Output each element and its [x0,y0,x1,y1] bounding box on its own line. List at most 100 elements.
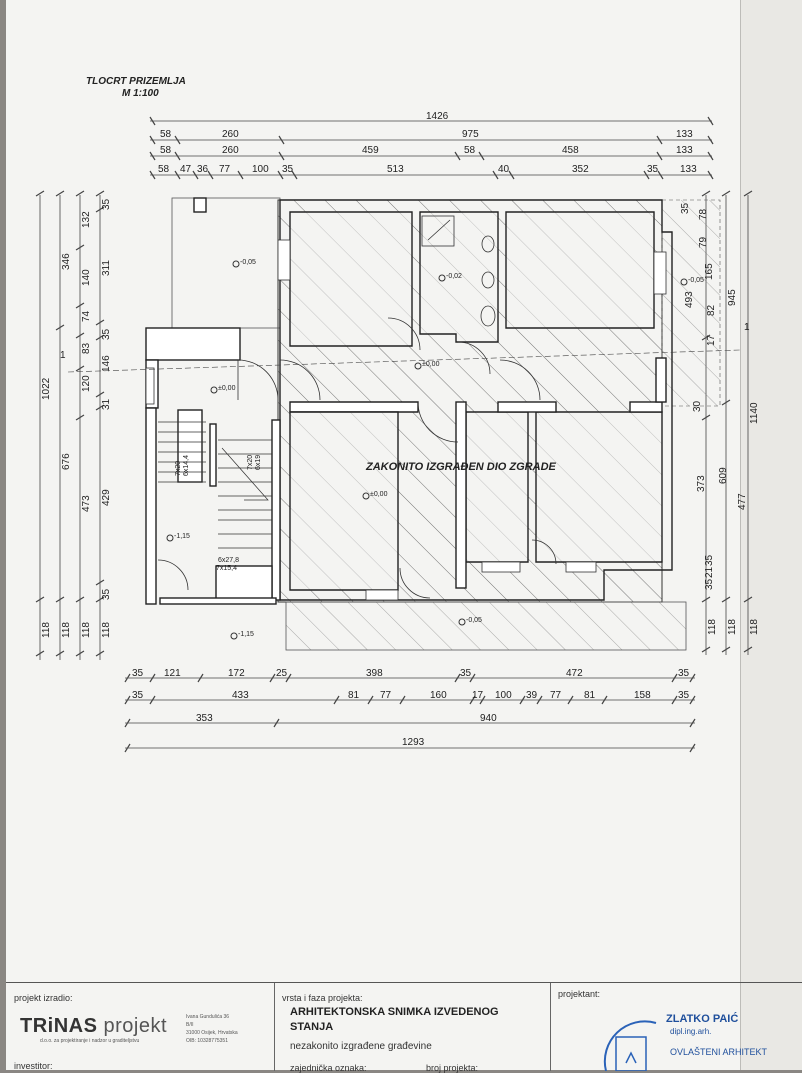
level-mark: -1,15 [238,631,254,638]
projektant-label: projektant: [558,989,601,999]
dim-label: 945 [727,289,738,306]
architect-stamp-icon [603,1020,657,1071]
dim-label: 40 [498,164,510,175]
dim-label: 81 [584,690,596,701]
divider [274,983,275,1071]
dim-label: 36 [197,164,209,175]
left-dimension-lines [35,190,105,660]
plan-title: TLOCRT PRIZEMLJA [86,76,186,87]
dim-label: 133 [676,129,693,140]
bottom-dimension-labels: 35 121 172 25 398 35 472 35 35 433 81 77… [132,668,690,748]
dim-label: 74 [81,310,92,322]
dim-label: 121 [164,668,181,679]
dim-label: 35 [282,164,294,175]
stair-label: 7x15,4 [216,565,237,572]
project-number-label: broj projekta: [426,1063,479,1073]
left-dimension-labels: 1022 118 346 676 118 132 140 74 83 120 4… [41,198,112,638]
windows [145,239,667,601]
company-address: Ivana Gundulića 36 B/II 31000 Osijek, Hr… [186,1013,238,1045]
dim-label: 77 [550,690,562,701]
dim-label: 120 [81,375,92,392]
door-swings [157,317,557,599]
dim-label: 311 [101,260,112,276]
top-dimension-lines [149,116,714,180]
dim-label: 35 [132,690,144,701]
section-mark-right: 1 [744,322,750,333]
stair-label: 6x19 [255,455,262,470]
dim-label: 35 [678,668,690,679]
dim-label: 433 [232,690,249,701]
dim-label: 133 [680,164,697,175]
dim-label: 146 [101,355,112,372]
project-type-line: STANJA [290,1021,334,1033]
architect-degree: dipl.ing.arh. [670,1027,712,1036]
dim-label: 118 [61,622,72,638]
dim-label: 513 [387,164,404,175]
level-mark: ±0,00 [218,385,236,392]
dim-label: 398 [366,668,383,679]
dim-label: 429 [101,489,112,506]
dim-label: 352 [572,164,589,175]
level-mark: -0,05 [240,259,256,266]
dim-label: 35 [101,198,112,210]
dim-label: 118 [749,619,760,635]
dim-label: 172 [228,668,245,679]
dim-label: 1140 [749,402,760,424]
section-line [67,349,741,373]
level-mark: -0,05 [466,617,482,624]
level-mark: -1,15 [174,533,190,540]
divider [550,983,551,1071]
dim-label: 31 [101,398,112,410]
dim-label: 473 [81,495,92,512]
project-subtitle: nezakonito izgrađene građevine [290,1041,432,1052]
address-line: 31000 Osijek, Hrvatska [186,1030,238,1036]
dim-label: 58 [158,164,170,175]
title-block: projekt izradio: TRiNAS projekt d.o.o. z… [6,982,802,1073]
dim-label: 39 [526,690,538,701]
dim-label: 472 [566,668,583,679]
dim-label: 35 [678,690,690,701]
company-name-sub: projekt [97,1015,168,1037]
dim-label: 140 [81,269,92,286]
company-oib: OIB: 10328775351 [186,1038,228,1044]
dim-label: 100 [252,164,269,175]
level-mark: -0,05 [688,277,704,284]
dim-label: 35 [132,668,144,679]
dim-label: 1293 [402,737,425,748]
dim-label: 30 [692,400,703,412]
dim-top-total: 1426 [426,111,449,122]
izradio-label: projekt izradio: [14,993,73,1003]
dim-label: 35 [460,668,472,679]
plan-scale: M 1:100 [122,88,159,99]
stairs [158,421,272,549]
stair-label: 6x14,4 [183,455,190,476]
company-logo: TRiNAS projekt [20,1015,167,1038]
dim-label: 975 [462,129,479,140]
dim-label: 77 [219,164,231,175]
section-marks: 1 1 [60,322,750,361]
dim-label: 118 [727,619,738,635]
dim-label: 47 [180,164,192,175]
project-type-line: ARHITEKTONSKA SNIMKA IZVEDENOG [290,1006,499,1018]
dim-label: 676 [61,453,72,470]
dim-label: 260 [222,145,239,156]
top-dimension-labels: 1426 58 260 975 133 58 260 459 58 458 13… [158,111,697,175]
stair-label: 7x20 [247,455,254,470]
architect-name: ZLATKO PAIĆ [666,1013,739,1025]
level-mark: ±0,00 [422,361,440,368]
stair-annotations: 7x20 6x14,4 7x20 6x19 6x27,8 7x15,4 [175,455,262,572]
company-tagline: d.o.o. za projektiranje i nadzor u gradi… [40,1038,140,1044]
dim-label: 77 [380,690,392,701]
dim-label: 100 [495,690,512,701]
investitor-label: investitor: [14,1061,53,1071]
project-type: ARHITEKTONSKA SNIMKA IZVEDENOG STANJA [290,1005,499,1035]
company-name: TRiNAS [20,1015,98,1037]
dim-label: 17 [472,690,484,701]
dim-label: 373 [696,475,707,492]
back-sheet-edge [740,0,802,1070]
dim-label: 459 [362,145,379,156]
dim-label: 58 [464,145,476,156]
architect-title: OVLAŠTENI ARHITEKT [670,1047,768,1057]
dim-label: 81 [348,690,360,701]
stair-label: 6x27,8 [218,557,239,564]
